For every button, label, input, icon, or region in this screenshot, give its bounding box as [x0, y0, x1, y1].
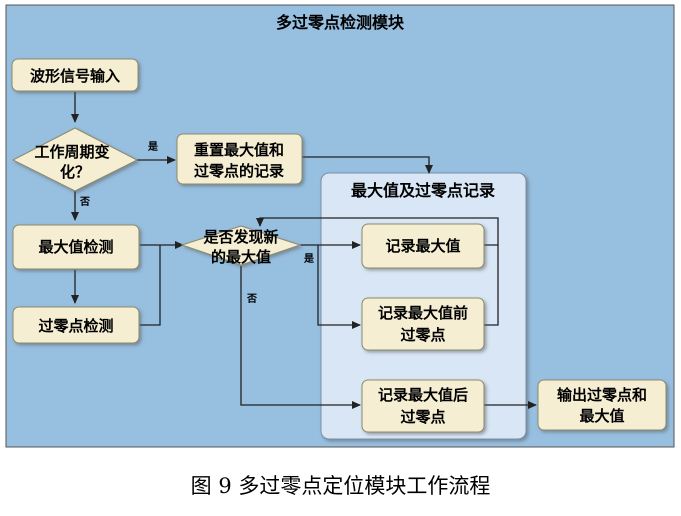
node-max-detect-text: 最大值检测	[38, 238, 113, 256]
node-record-after-zero	[361, 379, 485, 433]
node-new-max-line2: 的最大值	[211, 248, 271, 266]
node-record-after-line1: 记录最大值后	[378, 386, 468, 404]
node-new-max	[180, 225, 302, 266]
label-newmax-yes: 是	[303, 253, 314, 265]
edge-newmax-to-before	[317, 245, 361, 329]
node-signal-input-text: 波形信号输入	[30, 67, 120, 85]
record-group-label: 最大值及过零点记录	[351, 181, 495, 200]
node-zero-detect	[12, 306, 140, 344]
node-record-max	[361, 223, 485, 269]
node-zero-detect-text: 过零点检测	[38, 317, 113, 335]
node-period-change-line2: 化？	[60, 163, 90, 181]
node-period-change-line1: 工作周期变	[34, 143, 109, 161]
node-record-before-line1: 记录最大值前	[378, 304, 468, 322]
label-newmax-no: 否	[246, 293, 257, 305]
node-reset-line2: 过零点的记录	[194, 162, 284, 180]
node-max-detect	[12, 224, 140, 270]
module-title: 多过零点检测模块	[276, 13, 405, 32]
node-output	[537, 379, 667, 431]
edge-zero-to-newmax	[140, 245, 161, 326]
node-record-after-line2: 过零点	[400, 408, 445, 426]
edge-reset-to-group	[302, 156, 433, 174]
node-signal-input	[11, 58, 139, 92]
node-period-change	[11, 127, 139, 192]
label-period-yes: 是	[147, 141, 158, 153]
node-reset-line1: 重置最大值和	[194, 141, 284, 159]
node-new-max-line1: 是否发现新	[202, 228, 278, 246]
edge-loop-back	[484, 244, 499, 326]
node-reset-records	[176, 133, 303, 185]
node-output-line2: 最大值	[579, 407, 624, 425]
label-period-no: 否	[79, 196, 90, 208]
edge-newmax-no	[240, 266, 361, 409]
figure-caption: 图 9 多过零点定位模块工作流程	[190, 474, 491, 498]
node-record-before-line2: 过零点	[400, 326, 445, 344]
edge-loop-to-newmax	[256, 217, 499, 245]
node-record-max-text: 记录最大值	[385, 237, 460, 255]
node-record-before-zero	[361, 297, 485, 351]
node-output-line1: 输出过零点和	[557, 386, 647, 404]
